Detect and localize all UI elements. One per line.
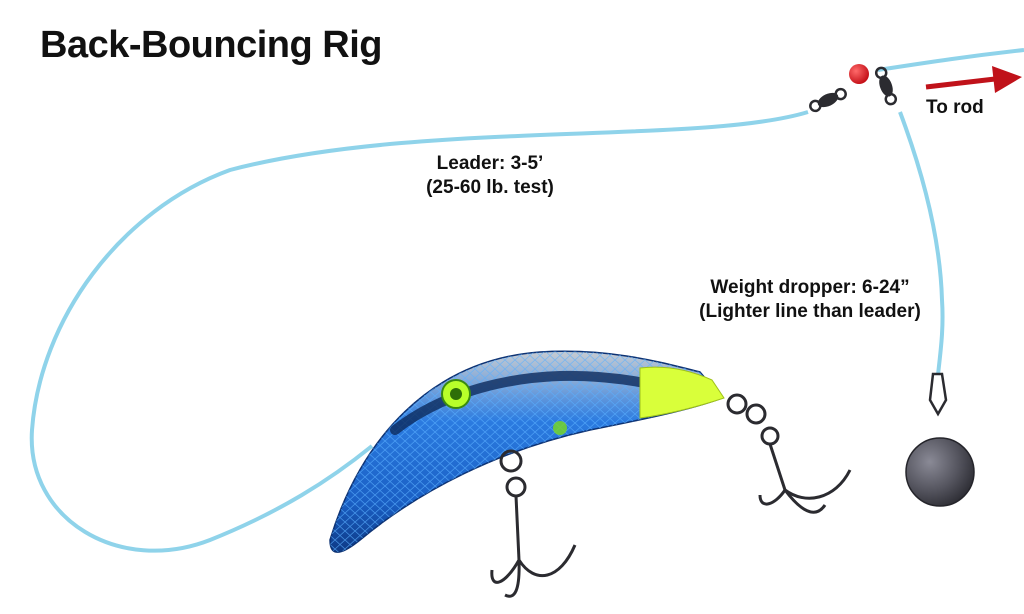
main-line xyxy=(877,48,1024,72)
leader-length: Leader: 3-5’ xyxy=(436,153,544,174)
sinker-outline xyxy=(905,437,975,507)
leader-line xyxy=(29,110,809,553)
right-arrow-icon xyxy=(925,66,1022,93)
snap-icon xyxy=(928,372,948,417)
swivel-icon xyxy=(874,66,898,106)
to-rod-label: To rod xyxy=(926,97,984,118)
leader-label: Leader: 3-5’ (25-60 lb. test) xyxy=(380,152,600,200)
dropper-note: (Lighter line than leader) xyxy=(699,300,921,322)
treble-hook-icon xyxy=(726,393,852,514)
bead-icon xyxy=(849,64,869,84)
dropper-length: Weight dropper: 6-24” xyxy=(710,277,910,298)
lure-spot xyxy=(553,421,567,435)
dropper-label: Weight dropper: 6-24” (Lighter line than… xyxy=(660,276,960,324)
leader-test: (25-60 lb. test) xyxy=(426,176,554,198)
treble-hook-icon xyxy=(490,449,577,598)
dropper-line xyxy=(898,111,945,376)
page-title: Back-Bouncing Rig xyxy=(40,24,382,66)
lure-icon xyxy=(329,350,725,553)
swivel-icon xyxy=(809,87,847,113)
lure-pupil xyxy=(450,388,462,400)
sinker-icon xyxy=(906,438,974,506)
